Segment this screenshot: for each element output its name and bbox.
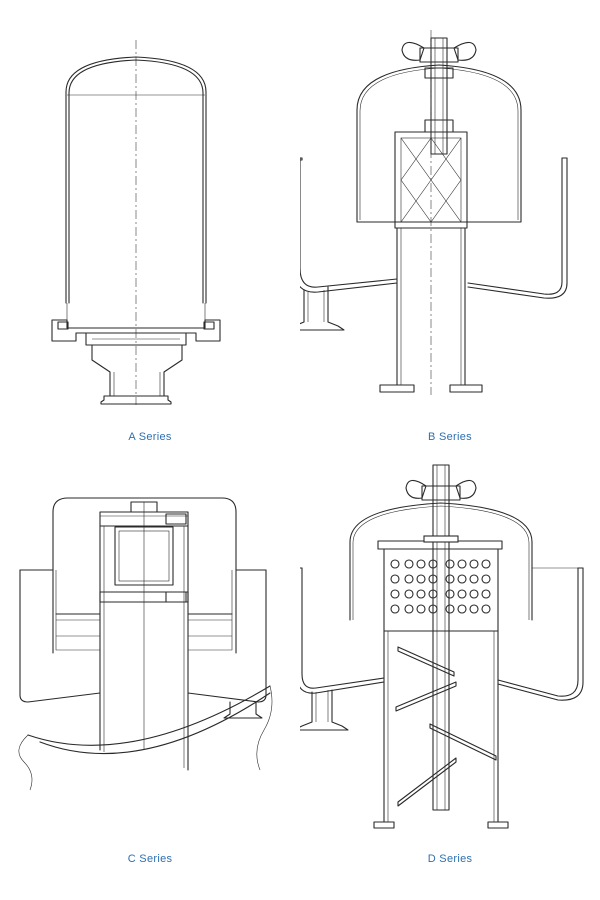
panel-d-series: D Series (300, 450, 600, 900)
d-basket-hole (390, 589, 400, 599)
d-basket-hole (390, 604, 400, 614)
d-basket-hole (481, 559, 491, 569)
d-outlet-nozzle (300, 689, 349, 731)
panel-a-series: A Series (0, 0, 300, 450)
d-wing-nut-right (455, 479, 477, 499)
b-series-drawing (300, 30, 568, 395)
d-perforated-basket (383, 548, 499, 632)
d-shaft (432, 464, 450, 811)
b-dome-cover (356, 64, 522, 223)
a-ferrule (100, 395, 172, 405)
d-helical-baffles (395, 646, 497, 807)
c-left-flange (19, 569, 101, 703)
b-left-wall (300, 282, 398, 293)
a-flange (51, 319, 221, 342)
panel-b-series: B Series (300, 0, 600, 450)
d-basket-hole (457, 574, 467, 584)
d-basket-hole (469, 559, 479, 569)
c-series-drawing (18, 497, 273, 791)
a-base-ring (85, 332, 187, 346)
a-series-drawing (51, 40, 221, 405)
d-basket-hole (416, 604, 426, 614)
b-right-wall (467, 157, 563, 295)
d-left-wall (300, 681, 385, 694)
c-cover (52, 497, 237, 654)
c-series-caption: C Series (127, 853, 173, 865)
a-series-caption: A Series (128, 431, 172, 443)
d-basket-hole (445, 559, 455, 569)
d-basket-hole (416, 589, 426, 599)
b-wing-nut-left (401, 41, 425, 61)
d-basket-hole (481, 589, 491, 599)
d-base-foot-right (487, 821, 509, 829)
d-wing-nut-left (405, 479, 427, 499)
d-basket-hole (469, 589, 479, 599)
d-basket-holes (390, 559, 491, 614)
d-basket-hole (469, 604, 479, 614)
d-basket-hole (404, 574, 414, 584)
b-base-foot-left (379, 384, 415, 393)
d-series-caption: D Series (427, 853, 473, 865)
d-basket-hole (445, 574, 455, 584)
d-basket-hole (469, 574, 479, 584)
b-wing-nut-right (453, 41, 477, 61)
d-basket-hole (428, 604, 438, 614)
d-basket-hole (481, 574, 491, 584)
c-column (99, 525, 189, 771)
c-base-nozzle (223, 701, 263, 719)
d-basket-hole (445, 604, 455, 614)
d-base-foot-left (373, 821, 395, 829)
b-outlet-nozzle (300, 286, 345, 331)
d-column (383, 630, 499, 823)
d-basket-hole (404, 604, 414, 614)
d-basket-hole (416, 559, 426, 569)
d-basket-hole (428, 559, 438, 569)
d-basket-hole (428, 574, 438, 584)
panel-c-series: C Series (0, 450, 300, 900)
d-series-drawing (300, 464, 584, 829)
c-tank-top (27, 685, 271, 746)
d-basket-hole (390, 574, 400, 584)
b-column (396, 227, 466, 386)
d-basket-hole (428, 589, 438, 599)
d-basket-hole (457, 559, 467, 569)
b-base-foot-right (449, 384, 483, 393)
d-basket-hole (404, 589, 414, 599)
b-series-caption: B Series (428, 431, 472, 443)
d-basket-hole (457, 604, 467, 614)
d-basket-hole (445, 589, 455, 599)
d-basket-hole (404, 559, 414, 569)
d-basket-hole (390, 559, 400, 569)
d-basket-hole (481, 604, 491, 614)
d-basket-hole (416, 574, 426, 584)
a-reducer (91, 344, 183, 397)
d-dome-cover (349, 502, 533, 621)
d-right-wall (497, 567, 579, 697)
d-basket-hole (457, 589, 467, 599)
b-bolt (430, 37, 448, 155)
